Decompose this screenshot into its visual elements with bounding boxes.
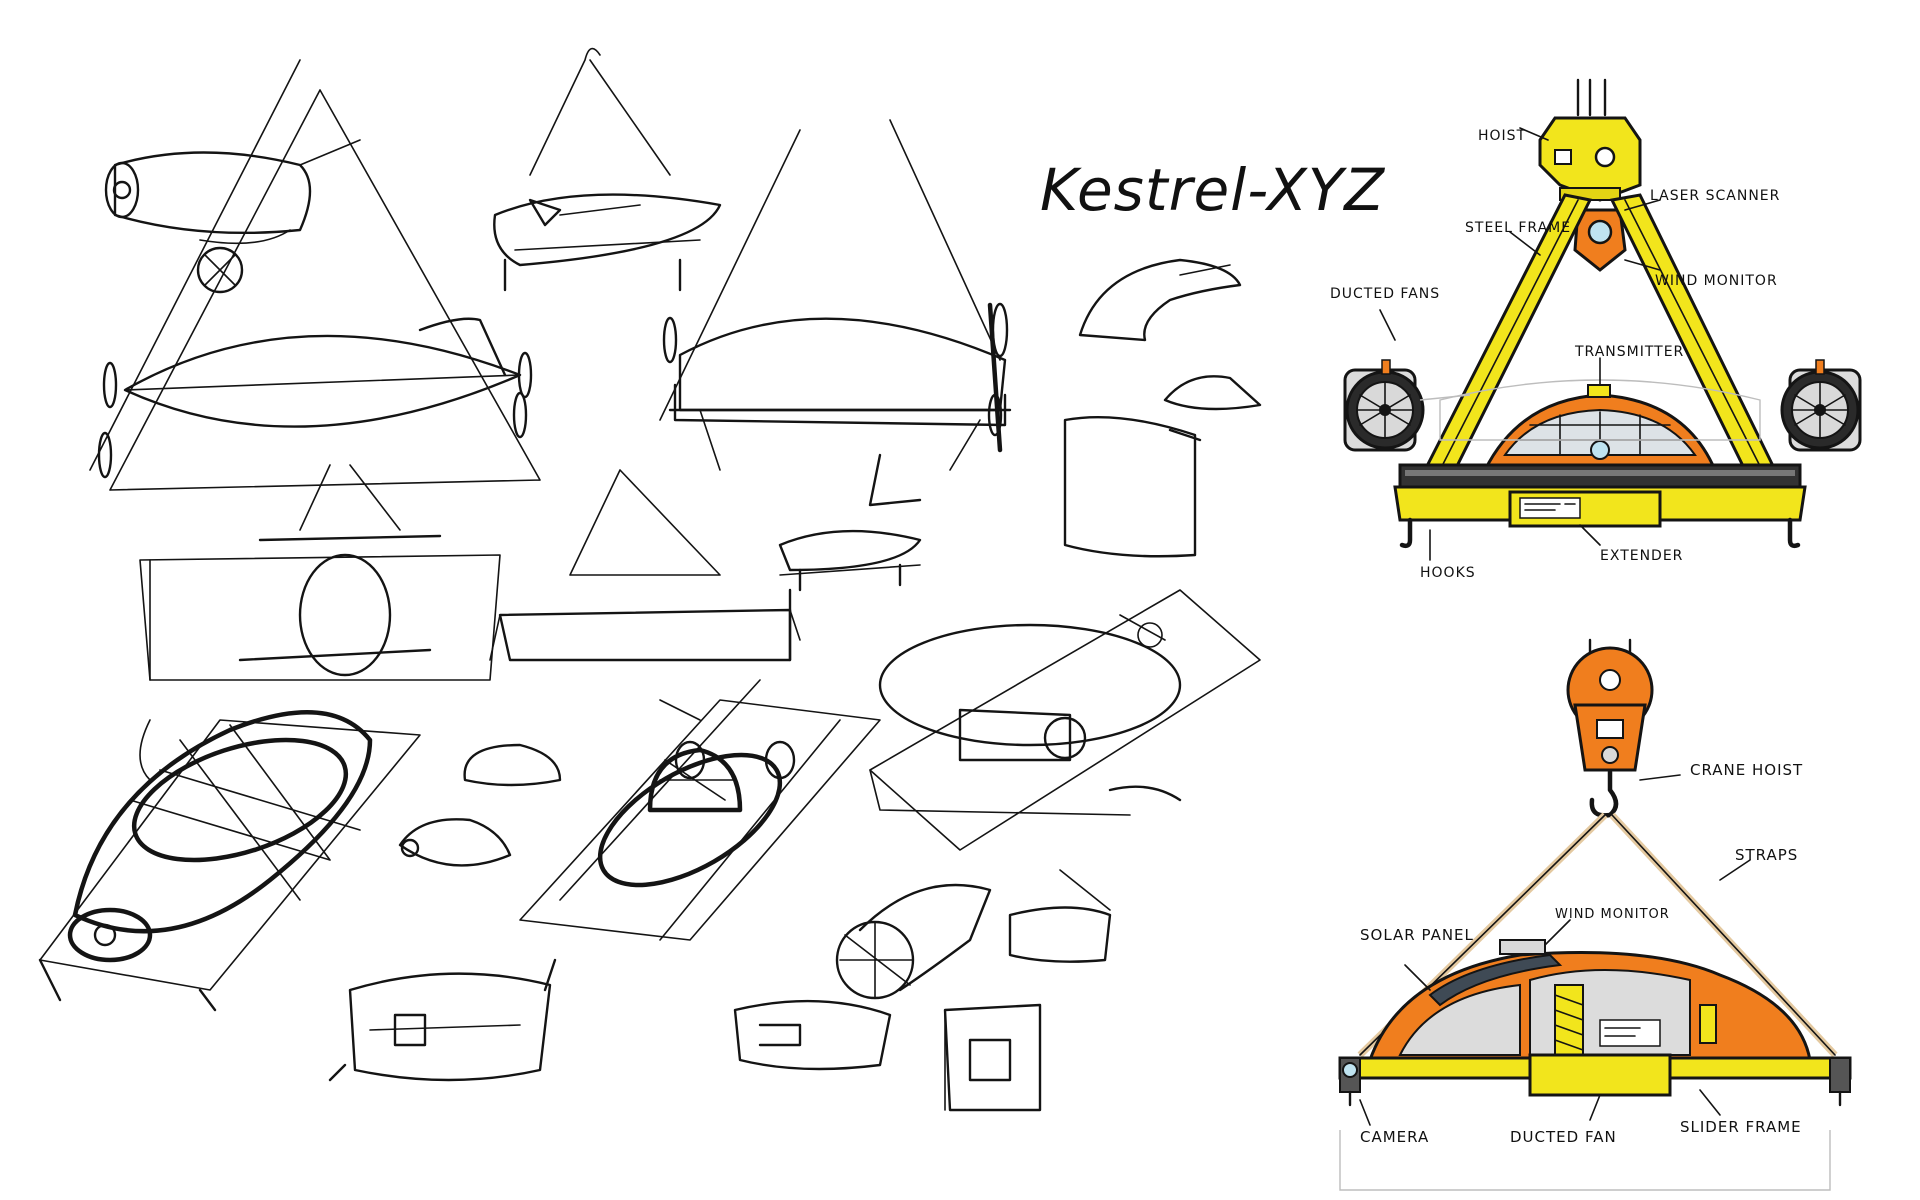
- pencil-sketches: Kestrel-XYZ: [38, 47, 1385, 1112]
- ducted-fan-right: [1780, 359, 1862, 452]
- sketch-frame-center-bottom: [519, 679, 881, 941]
- label-transmitter: TRANSMITTER: [1574, 344, 1684, 360]
- solar-panel: [1428, 953, 1563, 1007]
- label-crane-hoist: CRANE HOIST: [1690, 761, 1803, 779]
- sheet-title: Kestrel-XYZ: [1040, 156, 1385, 224]
- label-extender: EXTENDER: [1600, 548, 1683, 564]
- label-slider-frame: SLIDER FRAME: [1680, 1118, 1802, 1136]
- label-camera: CAMERA: [1360, 1128, 1429, 1146]
- sketch-pod-hanging: [493, 47, 722, 292]
- ducted-fan-left: [1343, 359, 1471, 452]
- hook-right: [1787, 517, 1801, 549]
- sketch-details-top-right: [1063, 258, 1262, 558]
- label-ducted-fan: DUCTED FAN: [1510, 1128, 1617, 1146]
- render-crane-bottom: CRANE HOIST STRAPS SOLAR PANEL WIND MONI…: [1338, 638, 1852, 1191]
- sketch-triangle-left: [89, 59, 541, 681]
- sketch-small-forms: [398, 743, 562, 867]
- crane-hoist-block: [1566, 646, 1654, 818]
- label-wind-monitor-bottom: WIND MONITOR: [1555, 907, 1670, 922]
- sketch-triangle-small: [489, 469, 922, 662]
- label-hooks: HOOKS: [1420, 565, 1476, 581]
- label-steel-frame: STEEL FRAME: [1465, 220, 1571, 236]
- label-laser-scanner: LASER SCANNER: [1650, 188, 1780, 204]
- hook-left: [1399, 517, 1413, 549]
- render-frame-top: HOIST LASER SCANNER STEEL FRAME WIND MON…: [1330, 78, 1862, 581]
- label-ducted-fans: DUCTED FANS: [1330, 286, 1440, 302]
- sketch-frame-perspective: [869, 589, 1261, 851]
- label-wind-monitor-top: WIND MONITOR: [1655, 273, 1778, 289]
- sketch-bottom-row: [328, 869, 1112, 1112]
- sketch-pod-top-left: [104, 139, 361, 294]
- sketch-pod-perspective-left: [38, 709, 421, 1012]
- label-straps: STRAPS: [1735, 846, 1798, 864]
- label-hoist: HOIST: [1478, 128, 1526, 144]
- sketch-triangle-center: [659, 119, 1012, 507]
- label-solar-panel: SOLAR PANEL: [1360, 926, 1474, 944]
